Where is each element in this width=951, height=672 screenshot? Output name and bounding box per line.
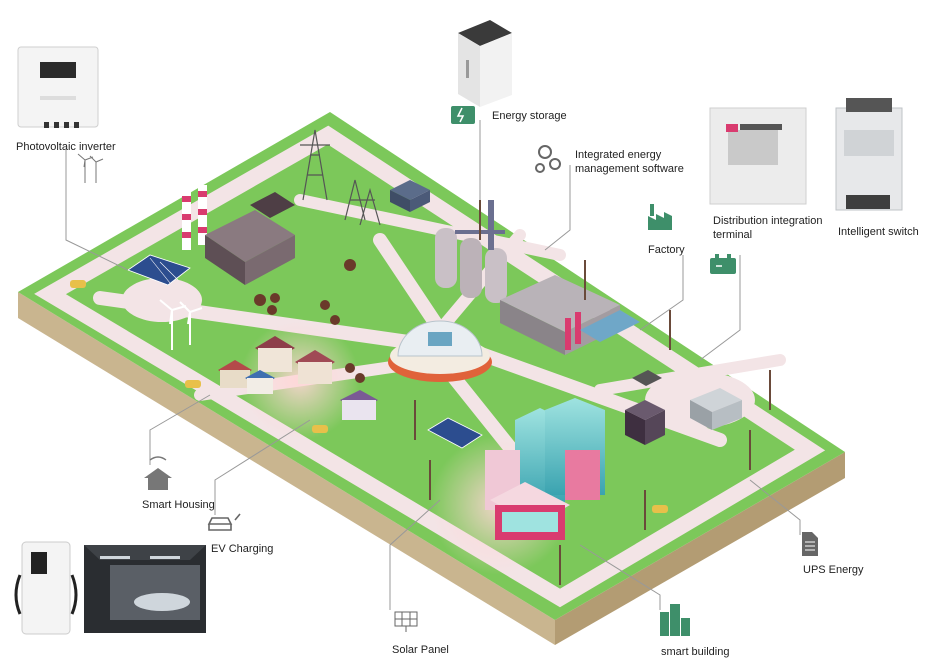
label-solar-panel: Solar Panel bbox=[392, 644, 449, 656]
power-plant bbox=[182, 185, 295, 285]
transmission-tower bbox=[300, 129, 381, 226]
distribution-terminal-device bbox=[709, 107, 807, 205]
battery-icon bbox=[451, 106, 475, 124]
factory-complex bbox=[500, 275, 640, 355]
factory-icon bbox=[648, 204, 672, 230]
label-ev-charging: EV Charging bbox=[211, 543, 274, 555]
ev-charger-icon bbox=[207, 513, 241, 531]
label-integrated-energy-software: Integrated energy management software bbox=[575, 149, 684, 175]
label-distribution-terminal: Distribution integration terminal bbox=[713, 215, 823, 241]
label-smart-housing: Smart Housing bbox=[142, 499, 215, 511]
smart-buildings bbox=[485, 398, 605, 540]
wind-turbine-icon bbox=[77, 153, 104, 183]
utility-poles bbox=[414, 200, 771, 585]
leader-lines bbox=[65, 120, 801, 610]
residential-houses bbox=[218, 336, 378, 420]
label-ups-energy: UPS Energy bbox=[803, 564, 864, 576]
solar-panel-icon bbox=[394, 611, 418, 632]
document-icon bbox=[802, 532, 818, 556]
trees bbox=[254, 259, 365, 383]
parking-garage-image bbox=[84, 545, 206, 633]
cars bbox=[70, 280, 668, 513]
label-intelligent-switch: Intelligent switch bbox=[838, 226, 919, 238]
solar-array-left bbox=[127, 254, 191, 286]
refinery bbox=[435, 200, 507, 303]
solar-array-center bbox=[427, 417, 483, 449]
label-smart-building: smart building bbox=[661, 646, 730, 658]
label-photovoltaic-inverter: Photovoltaic inverter bbox=[16, 141, 116, 153]
photovoltaic-inverter-device bbox=[17, 46, 99, 128]
substation-box bbox=[390, 180, 430, 212]
ev-charger-image bbox=[14, 541, 78, 635]
wind-turbines bbox=[159, 299, 203, 350]
label-energy-storage: Energy storage bbox=[492, 110, 567, 122]
buildings-icon bbox=[660, 604, 690, 636]
ups-units bbox=[625, 370, 742, 445]
distribution-battery-icon bbox=[710, 254, 736, 274]
gears-icon bbox=[535, 145, 561, 173]
control-center bbox=[388, 320, 492, 382]
energy-storage-device bbox=[458, 20, 512, 107]
label-factory: Factory bbox=[648, 244, 685, 256]
smart-home-icon bbox=[144, 456, 172, 490]
intelligent-switch-device bbox=[835, 98, 903, 211]
